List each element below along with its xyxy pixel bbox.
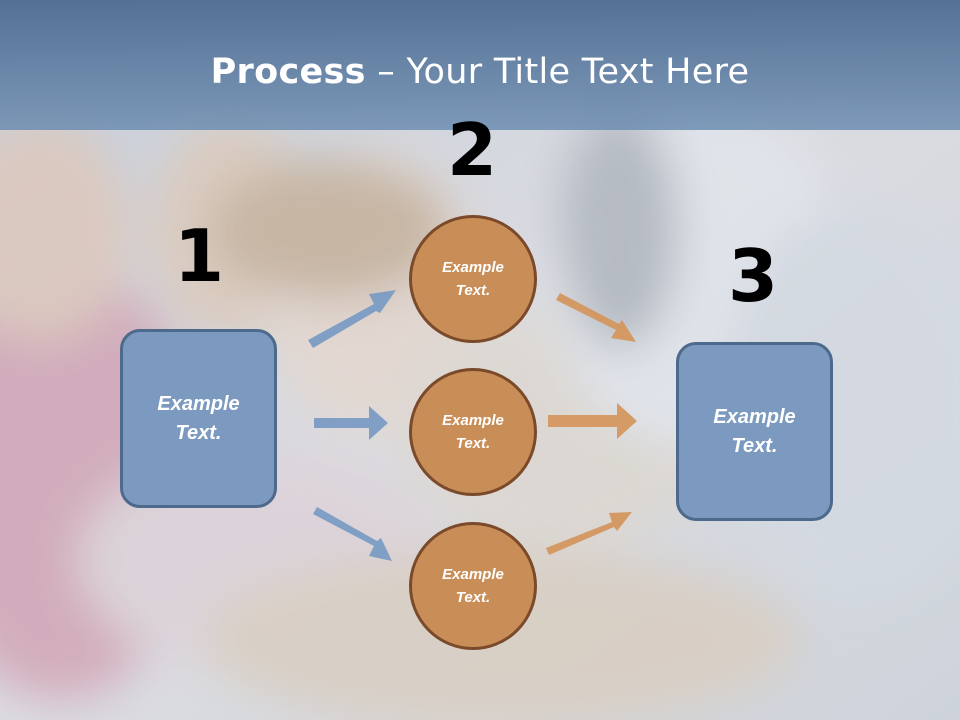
- circle-bottom: Example Text.: [409, 522, 537, 650]
- blue-arrows: [308, 290, 396, 561]
- step-number-2: 2: [446, 108, 498, 192]
- right-step-box: Example Text.: [676, 342, 833, 521]
- circle-middle: Example Text.: [409, 368, 537, 496]
- circle-top-line1: Example: [442, 259, 504, 276]
- orange-arrows: [546, 293, 637, 555]
- left-step-box: Example Text.: [120, 329, 277, 508]
- arrow-left-to-middle: [314, 406, 388, 440]
- right-box-line1: Example: [713, 405, 796, 428]
- title-rest: – Your Title Text Here: [365, 52, 750, 92]
- circle-bottom-line1: Example: [442, 566, 504, 583]
- left-box-line1: Example: [157, 392, 240, 415]
- title-bar: [0, 0, 960, 130]
- arrow-middle-to-right: [548, 403, 637, 439]
- step-number-3: 3: [727, 234, 779, 318]
- circle-middle-line1: Example: [442, 412, 504, 429]
- circle-top-line2: Text.: [455, 282, 491, 299]
- left-box-line2: Text.: [175, 421, 222, 444]
- arrow-left-to-top: [308, 290, 396, 348]
- circle-top: Example Text.: [409, 215, 537, 343]
- right-box-line2: Text.: [731, 434, 778, 457]
- arrow-left-to-bottom: [313, 507, 392, 561]
- circle-bottom-line2: Text.: [455, 589, 491, 606]
- slide-title: Process – Your Title Text Here: [0, 52, 960, 92]
- title-bold: Process: [210, 52, 366, 92]
- step-number-1: 1: [173, 214, 225, 298]
- arrow-top-to-right: [556, 293, 636, 342]
- arrow-bottom-to-right: [546, 512, 632, 555]
- circle-middle-line2: Text.: [455, 435, 491, 452]
